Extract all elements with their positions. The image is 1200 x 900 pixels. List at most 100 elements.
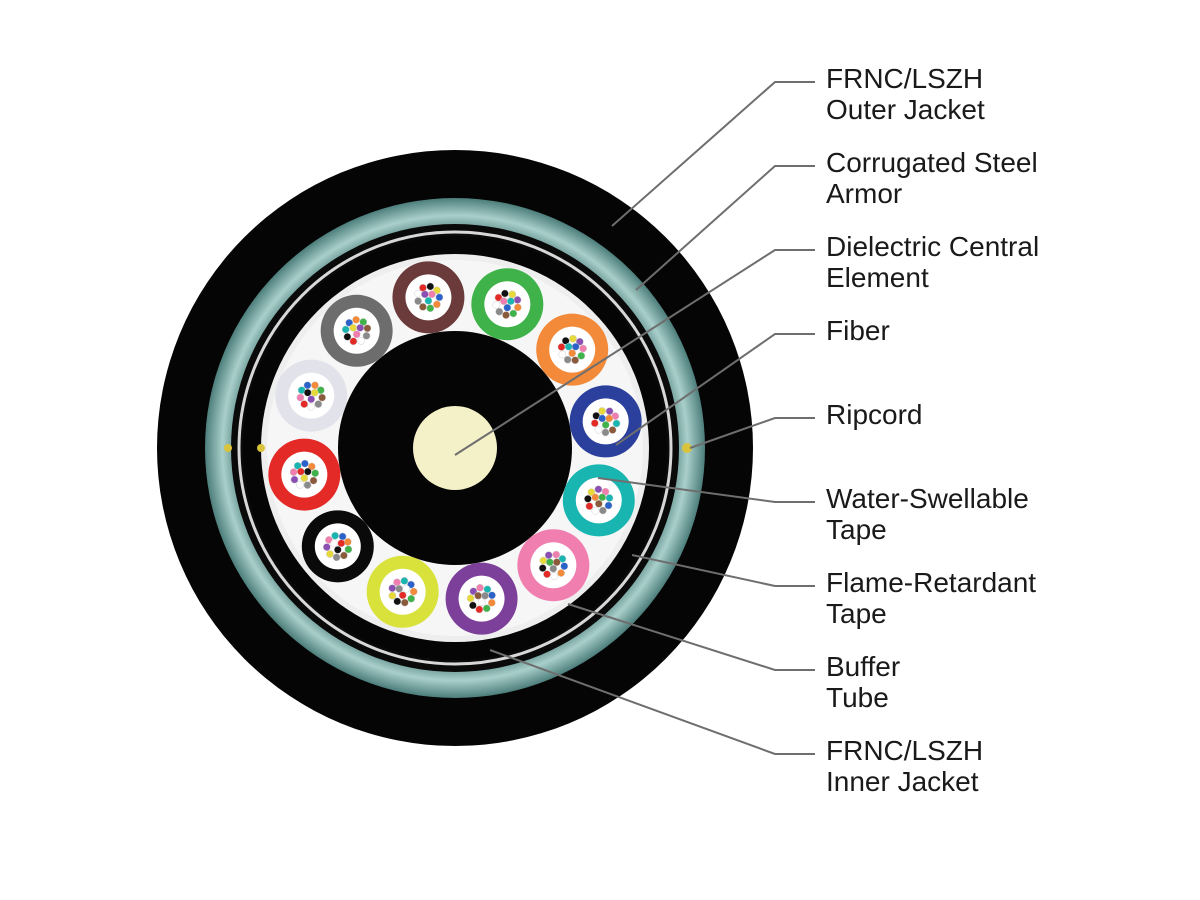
- fiber: [476, 583, 484, 592]
- fiber: [398, 591, 407, 600]
- fiber: [545, 558, 554, 567]
- fiber: [435, 293, 444, 302]
- fiber: [426, 282, 435, 291]
- fiber: [601, 428, 610, 437]
- flame-retardant-tape-layer: [237, 230, 673, 666]
- buffer-tube: [517, 529, 590, 602]
- fiber: [469, 587, 478, 596]
- fiber: [585, 502, 594, 511]
- fiber: [543, 570, 551, 579]
- fiber: [550, 572, 559, 581]
- buffer-tube: [569, 385, 642, 458]
- buffer-tube: [275, 359, 348, 432]
- leader-buffer-tube: [567, 603, 815, 671]
- fiber: [598, 407, 606, 415]
- leader-fiber: [615, 333, 815, 446]
- fiber: [487, 598, 496, 607]
- fiber: [466, 594, 475, 603]
- fiber: [552, 558, 561, 567]
- fiber: [300, 400, 309, 408]
- fiber: [395, 584, 404, 593]
- leader-outer-jacket: [611, 81, 815, 227]
- fiber: [309, 476, 318, 485]
- fiber: [332, 553, 341, 562]
- callout-ripcord: Ripcord: [826, 399, 922, 430]
- fiber: [605, 414, 614, 423]
- fiber: [558, 350, 567, 359]
- fiber: [300, 474, 309, 482]
- leader-lines: [454, 81, 815, 755]
- fiber: [419, 283, 427, 292]
- fiber: [469, 601, 477, 610]
- fiber: [587, 488, 596, 497]
- leader-flame-retardant-tape: [631, 554, 815, 587]
- leader-water-swellable-tape: [597, 477, 815, 503]
- fiber: [501, 289, 509, 298]
- fiber: [289, 468, 298, 476]
- fiber: [393, 578, 401, 587]
- fiber: [426, 304, 435, 313]
- fiber: [352, 315, 360, 324]
- fiber: [393, 597, 402, 606]
- fiber: [552, 550, 561, 559]
- fiber: [577, 351, 586, 360]
- fiber: [296, 467, 305, 476]
- buffer-tube: [445, 562, 518, 635]
- fiber: [414, 297, 422, 305]
- fiber: [421, 290, 429, 299]
- fiber: [488, 591, 496, 600]
- fiber: [538, 564, 547, 572]
- fiber: [594, 425, 603, 434]
- fiber: [311, 469, 320, 478]
- fiber: [341, 325, 350, 334]
- leader-central-element: [454, 249, 815, 456]
- fiber: [509, 309, 518, 318]
- fiber: [344, 545, 353, 554]
- fiber: [539, 556, 548, 565]
- fiber: [549, 564, 558, 573]
- callout-central-element: Dielectric Central Element: [826, 231, 1047, 293]
- fiber: [513, 303, 522, 312]
- fiber: [605, 407, 614, 416]
- fiber: [428, 290, 436, 299]
- fiber: [349, 337, 358, 346]
- fiber: [407, 594, 416, 603]
- fiber: [290, 475, 299, 484]
- fiber: [409, 587, 418, 596]
- fiber: [303, 481, 312, 489]
- fiber: [388, 584, 397, 593]
- fiber: [402, 584, 411, 593]
- fiber: [483, 585, 492, 594]
- fiber: [605, 494, 614, 502]
- buffer-tube: [562, 464, 635, 537]
- fiber: [322, 543, 331, 551]
- fiber: [563, 355, 572, 364]
- buffer-tube: [536, 313, 609, 386]
- ripcord-left-inner: [257, 444, 265, 452]
- callout-outer-jacket: FRNC/LSZH Outer Jacket: [826, 63, 991, 125]
- buffer-tube: [471, 268, 544, 341]
- fiber: [331, 531, 339, 540]
- fiber: [343, 332, 352, 341]
- fiber: [608, 426, 617, 434]
- fiber: [591, 506, 600, 515]
- fiber: [477, 598, 486, 607]
- fiber: [330, 539, 339, 548]
- fiber: [400, 598, 409, 607]
- fiber: [513, 296, 522, 304]
- callout-steel-armor: Corrugated Steel Armor: [826, 147, 1045, 209]
- fiber: [475, 605, 484, 614]
- fiber: [352, 330, 361, 339]
- fiber: [340, 551, 348, 560]
- fiber: [594, 499, 603, 508]
- fiber: [494, 293, 503, 302]
- fiber: [349, 323, 358, 332]
- fiber: [419, 303, 427, 311]
- fiber: [307, 395, 316, 404]
- fiber: [557, 569, 565, 577]
- ripcord-right: [682, 443, 692, 453]
- fiber: [571, 342, 580, 351]
- fiber: [508, 290, 517, 299]
- callout-buffer-tube: Buffer Tube: [826, 651, 908, 713]
